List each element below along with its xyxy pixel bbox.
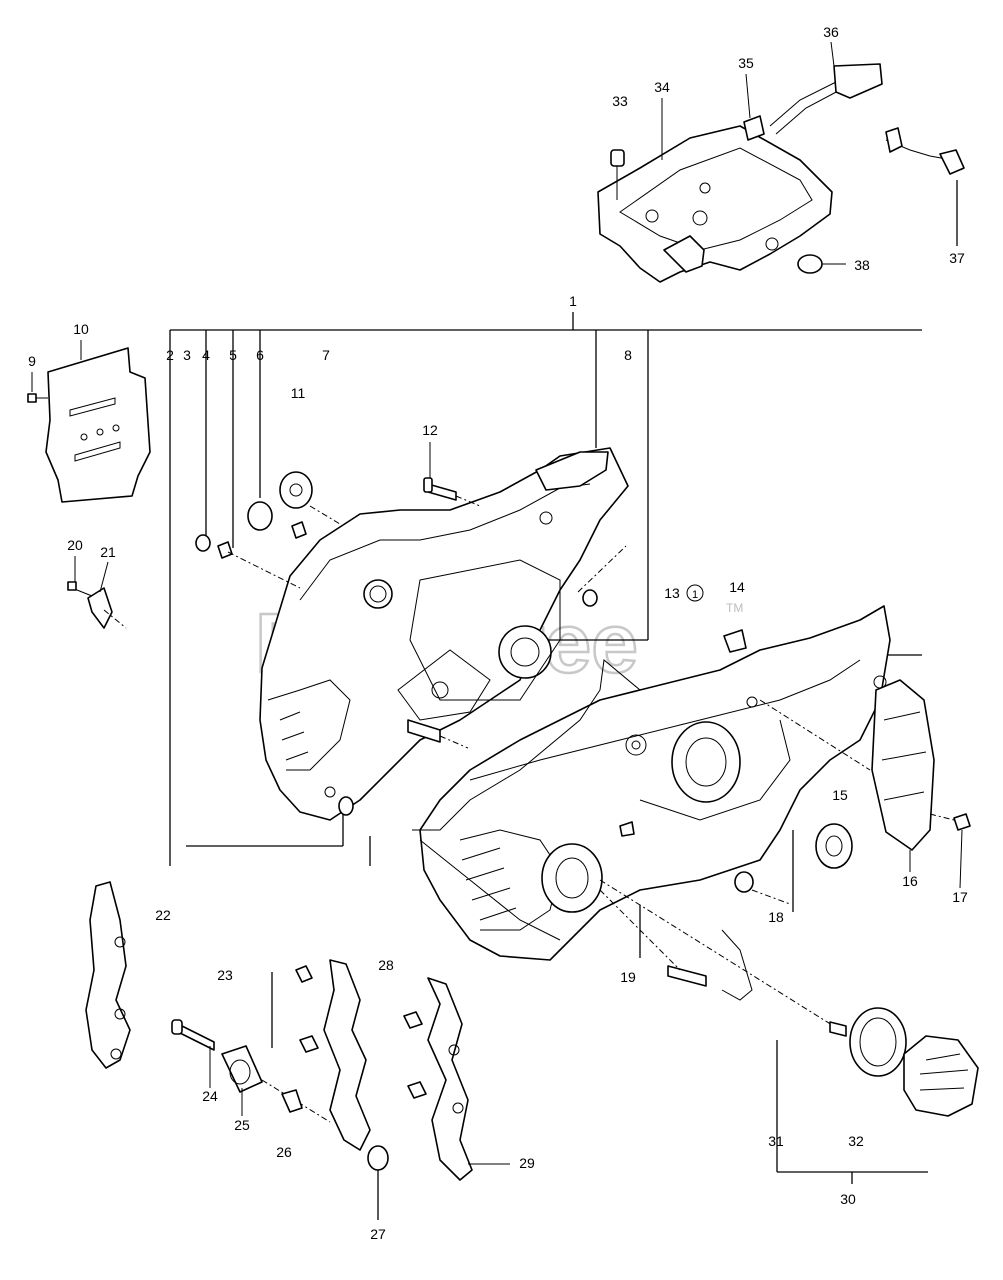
callout-35: 35 <box>738 55 754 71</box>
callout-18: 18 <box>768 909 784 925</box>
callout-29: 29 <box>519 1155 535 1171</box>
callout-1: 1 <box>569 293 577 309</box>
callout-2: 2 <box>166 347 174 363</box>
guide-plate-part <box>27 347 151 503</box>
callout-labels: 1 2 3 4 5 6 7 8 9 10 11 12 13 1 14 15 16… <box>28 24 968 1242</box>
small-bracket-part <box>67 581 127 629</box>
callout-24: 24 <box>202 1088 218 1104</box>
callout-6: 6 <box>256 347 264 363</box>
callout-13: 13 <box>664 585 680 601</box>
wire-connector-part <box>885 127 965 175</box>
callout-23: 23 <box>217 967 233 983</box>
note-circle-icon <box>686 584 704 602</box>
callout-8: 8 <box>624 347 632 363</box>
callout-15: 15 <box>832 787 848 803</box>
spike-bumper-parts <box>295 959 473 1181</box>
callout-14: 14 <box>729 579 745 595</box>
callout-5: 5 <box>229 347 237 363</box>
callout-37: 37 <box>949 250 965 266</box>
callout-22: 22 <box>155 907 171 923</box>
callout-11: 11 <box>291 385 306 401</box>
callout-36: 36 <box>823 24 839 40</box>
right-side-parts <box>734 679 971 905</box>
left-small-parts <box>195 471 627 816</box>
callout-27: 27 <box>370 1226 386 1242</box>
callout-10: 10 <box>73 321 89 337</box>
callout-7: 7 <box>322 347 330 363</box>
callout-30: 30 <box>840 1191 856 1207</box>
callout-13-note: 1 <box>692 589 698 601</box>
callout-4: 4 <box>202 347 210 363</box>
callout-17: 17 <box>952 889 968 905</box>
callout-31: 31 <box>768 1133 784 1149</box>
callout-3: 3 <box>183 347 191 363</box>
callout-19: 19 <box>620 969 636 985</box>
callout-28: 28 <box>378 957 394 973</box>
callout-25: 25 <box>234 1117 250 1133</box>
crankcase-left-part <box>259 447 629 821</box>
callout-20: 20 <box>67 537 83 553</box>
callout-12: 12 <box>422 422 438 438</box>
bottom-right-parts <box>599 879 979 1117</box>
callout-26: 26 <box>276 1144 292 1160</box>
bumper-spike-fasteners <box>171 1019 389 1220</box>
leader-lines <box>31 41 963 1165</box>
callout-34: 34 <box>654 79 670 95</box>
callout-33: 33 <box>612 93 628 109</box>
watermark-tm: TM <box>726 601 743 615</box>
callout-21: 21 <box>100 544 116 560</box>
chain-catcher-part <box>85 881 131 1069</box>
crankcase-right-part <box>419 605 891 961</box>
top-cover-part <box>597 63 883 283</box>
gasket-part <box>412 659 641 941</box>
callout-38: 38 <box>854 257 870 273</box>
callout-9: 9 <box>28 353 36 369</box>
callout-32: 32 <box>848 1133 864 1149</box>
callout-16: 16 <box>902 873 918 889</box>
